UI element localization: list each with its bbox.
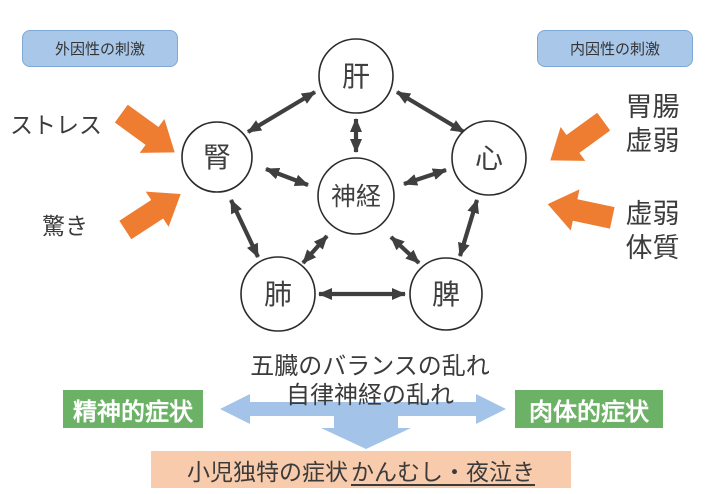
link-heart-nerve-arrow (403, 168, 447, 186)
link-kidney-lung-arrow (229, 199, 260, 258)
infant-symptoms-underlined: かんむし・夜泣き (351, 458, 535, 485)
organ-label-heart: 心 (475, 143, 503, 174)
organ-label-liver: 肝 (342, 61, 370, 92)
organ-circle-liver (318, 38, 394, 114)
mental-physical-double-arrow-icon (220, 394, 506, 424)
link-lung-nerve-arrow (301, 234, 329, 265)
weak-label-line2: 体質 (625, 233, 680, 263)
link-kidney-nerve-arrow (265, 167, 309, 187)
organ-label-lung: 肺 (264, 279, 292, 310)
summary-line-balance: 五臓のバランスの乱れ (250, 353, 490, 380)
stress-arrow-icon (108, 96, 188, 170)
organ-circle-spleen (409, 257, 483, 331)
organ-circle-lung (240, 256, 316, 332)
gastrointestinal-weakness-label: 胃腸 虚弱 (605, 90, 700, 158)
infant-symptoms-prefix: 小児独特の症状 (187, 458, 348, 485)
organ-circle-nerve (317, 157, 395, 235)
organ-label-kidney: 腎 (203, 142, 231, 173)
infant-symptoms-box: 小児独特の症状 かんむし・夜泣き (151, 451, 571, 488)
surprise-label: 驚き (42, 213, 88, 239)
organ-circle-kidney (181, 121, 253, 193)
organ-label-nerve: 神経 (331, 183, 381, 211)
link-liver-kidney-arrow (246, 90, 317, 134)
link-liver-heart-arrow (395, 90, 466, 134)
external-stimuli-box: 外因性の刺激 (22, 30, 178, 67)
internal-stimuli-box: 内因性の刺激 (537, 30, 693, 67)
weak-constitution-label: 虚弱 体質 (605, 197, 700, 265)
summary-line-autonomic: 自律神経の乱れ (286, 382, 454, 409)
physical-symptoms-box: 肉体的症状 (515, 390, 663, 428)
organ-label-spleen: 脾 (432, 279, 460, 310)
gastro-label-line1: 胃腸 (625, 92, 680, 122)
surprise-arrow-icon (113, 176, 193, 248)
link-heart-spleen-arrow (457, 199, 480, 257)
gastro-label-line2: 虚弱 (625, 126, 680, 156)
organ-links (229, 90, 480, 300)
down-arrow-icon (321, 411, 411, 449)
organ-circle-heart (451, 120, 527, 196)
mental-symptoms-box: 精神的症状 (63, 390, 203, 428)
link-spleen-nerve-arrow (389, 235, 421, 265)
weak-label-line1: 虚弱 (625, 199, 680, 229)
stress-label: ストレス (10, 112, 102, 138)
